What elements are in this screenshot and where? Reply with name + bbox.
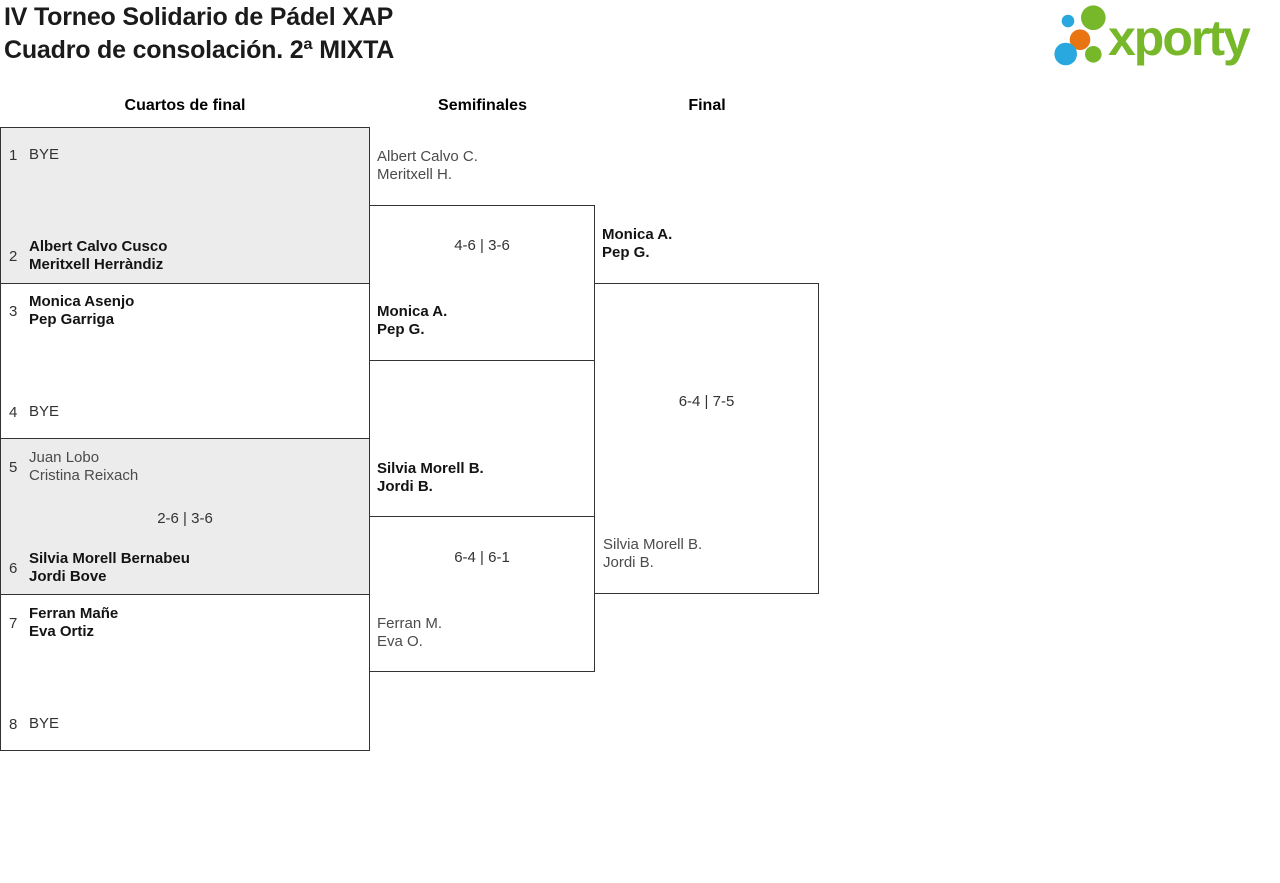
team-slot-seed2: 2 Albert Calvo Cusco Meritxell Herràndiz (9, 238, 167, 274)
player-name: Eva Ortiz (29, 623, 95, 640)
match-score-qf3: 2-6 | 3-6 (157, 510, 213, 527)
player-name: Monica A. (377, 303, 448, 320)
bracket-subtitle: Cuadro de consolación. 2ª MIXTA (4, 36, 395, 64)
player-name: Cristina Reixach (29, 467, 139, 484)
player-name: Monica A. (602, 226, 673, 243)
player-name: Eva O. (377, 633, 423, 650)
page-title: IV Torneo Solidario de Pádel XAP Cuadro … (4, 1, 394, 67)
round-header-semifinales: Semifinales (438, 97, 527, 114)
match-qf4[interactable]: 7 Ferran Mañe Eva Ortiz 8 BYE (0, 594, 370, 751)
team-name: BYE (29, 146, 60, 163)
seed-number-2: 2 (9, 247, 18, 265)
player-name: Ferran M. (377, 615, 443, 632)
player-name: Meritxell Herràndiz (29, 256, 164, 273)
player-name: Jordi Bove (29, 568, 107, 585)
player-name: Pep Garriga (29, 311, 115, 328)
round-header-final: Final (688, 97, 726, 114)
seed-number-6: 6 (9, 559, 18, 577)
player-name: Albert Calvo C. (377, 148, 478, 165)
seed-number-5: 5 (9, 458, 18, 476)
match-sf1[interactable]: 4-6 | 3-6 Monica A. Pep G. (369, 205, 595, 361)
match-qf3[interactable]: 5 Juan Lobo Cristina Reixach 2-6 | 3-6 6… (0, 438, 370, 595)
match-score-sf1: 4-6 | 3-6 (454, 237, 510, 254)
sf1-team-b: Monica A. Pep G. (377, 303, 447, 339)
seed-number-7: 7 (9, 614, 18, 632)
final-team-b: Silvia Morell B. Jordi B. (603, 536, 702, 572)
team-slot-seed4: 4 BYE (9, 403, 59, 421)
player-name: Silvia Morell B. (377, 460, 484, 477)
xporty-logo[interactable]: xporty (1040, 0, 1280, 80)
team-slot-seed8: 8 BYE (9, 715, 59, 733)
team-slot-seed7: 7 Ferran Mañe Eva Ortiz (9, 605, 118, 641)
team-slot-seed3: 3 Monica Asenjo Pep Garriga (9, 293, 134, 329)
final-team-a: Monica A. Pep G. (602, 226, 672, 262)
xporty-dots-icon (1054, 5, 1106, 66)
match-sf2[interactable]: 6-4 | 6-1 Ferran M. Eva O. (369, 516, 595, 672)
sf1-team-a: Albert Calvo C. Meritxell H. (377, 148, 478, 184)
team-name: BYE (29, 715, 60, 732)
player-name: Silvia Morell B. (603, 536, 703, 553)
seed-number-1: 1 (9, 146, 18, 164)
player-name: Silvia Morell Bernabeu (29, 550, 190, 567)
match-score-final: 6-4 | 7-5 (678, 393, 735, 410)
player-name: Albert Calvo Cusco (29, 238, 168, 255)
match-qf1[interactable]: 1 BYE 2 Albert Calvo Cusco Meritxell Her… (0, 127, 370, 284)
sf2-team-a: Silvia Morell B. Jordi B. (377, 460, 484, 496)
sf2-team-b: Ferran M. Eva O. (377, 615, 442, 651)
team-slot-seed1: 1 BYE (9, 146, 59, 164)
player-name: Pep G. (602, 244, 650, 261)
seed-number-4: 4 (9, 403, 18, 421)
match-final[interactable]: 6-4 | 7-5 Silvia Morell B. Jordi B. (594, 283, 819, 594)
player-name: Pep G. (377, 321, 425, 338)
team-slot-seed6: 6 Silvia Morell Bernabeu Jordi Bove (9, 550, 190, 586)
seed-number-8: 8 (9, 715, 18, 733)
player-name: Meritxell H. (377, 166, 453, 183)
xporty-wordmark: xporty (1108, 10, 1251, 66)
player-name: Ferran Mañe (29, 605, 119, 622)
tournament-name: IV Torneo Solidario de Pádel XAP (4, 3, 394, 31)
player-name: Juan Lobo (29, 449, 100, 466)
match-score-sf2: 6-4 | 6-1 (454, 549, 510, 566)
team-name: BYE (29, 403, 60, 420)
team-slot-seed5: 5 Juan Lobo Cristina Reixach (9, 449, 138, 485)
player-name: Jordi B. (603, 554, 654, 571)
round-header-cuartos: Cuartos de final (124, 97, 246, 114)
player-name: Jordi B. (377, 478, 433, 495)
match-qf2[interactable]: 3 Monica Asenjo Pep Garriga 4 BYE (0, 283, 370, 439)
player-name: Monica Asenjo (29, 293, 135, 310)
seed-number-3: 3 (9, 302, 18, 320)
